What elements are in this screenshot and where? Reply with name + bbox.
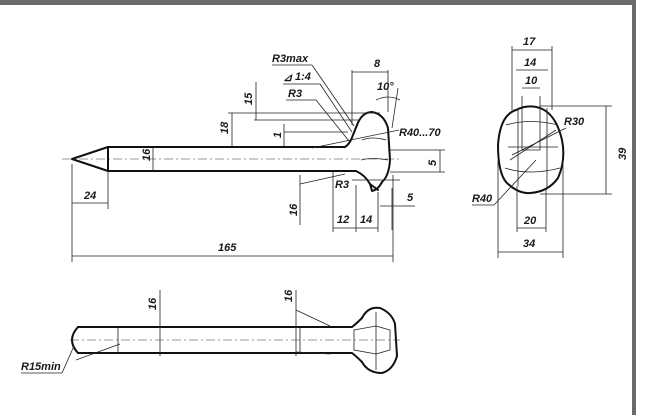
leader bbox=[295, 309, 331, 327]
dim-8: 8 bbox=[374, 58, 381, 70]
head-slot bbox=[521, 96, 541, 151]
leader bbox=[315, 99, 350, 142]
dim-20: 20 bbox=[523, 215, 537, 227]
dim-17: 17 bbox=[523, 36, 536, 48]
dim-angle-10: 10° bbox=[377, 81, 394, 93]
dim-39: 39 bbox=[617, 147, 629, 160]
label-r30: R30 bbox=[564, 116, 585, 128]
dim-14: 14 bbox=[360, 214, 372, 226]
dim-15: 15 bbox=[243, 92, 255, 105]
label-r3max: R3max bbox=[272, 53, 309, 65]
dim-16-shank: 16 bbox=[141, 148, 153, 161]
head-diagonal bbox=[509, 129, 557, 161]
end-view: 17 14 10 R30 39 R40 20 bbox=[472, 36, 629, 258]
leader bbox=[299, 173, 346, 185]
dim-14-end: 14 bbox=[524, 57, 536, 69]
dim-5-vertical: 5 bbox=[427, 159, 439, 166]
side-view: 165 24 16 18 15 1 16 R3max bbox=[62, 53, 445, 262]
leader bbox=[493, 159, 537, 206]
leader bbox=[511, 127, 567, 156]
leader bbox=[311, 64, 355, 127]
leader bbox=[319, 83, 353, 133]
label-r40-70: R40...70 bbox=[399, 127, 441, 139]
dim-16-low: 16 bbox=[288, 203, 300, 216]
dim-16-plan-a: 16 bbox=[147, 297, 159, 310]
label-r3-bottom: R3 bbox=[335, 179, 349, 191]
dim-10: 10 bbox=[525, 75, 538, 87]
dim-5-horizontal: 5 bbox=[407, 192, 414, 204]
plan-view: 16 16 R15min bbox=[21, 289, 400, 374]
dim-165: 165 bbox=[218, 242, 237, 254]
right-border bbox=[632, 0, 636, 415]
spike-shank bbox=[107, 146, 346, 172]
angle-arc bbox=[375, 96, 401, 101]
dim-18: 18 bbox=[219, 121, 231, 134]
neck-top bbox=[344, 124, 358, 148]
leader bbox=[295, 351, 331, 355]
label-taper-symbol: ⊿ bbox=[283, 72, 293, 84]
dim-1: 1 bbox=[272, 132, 284, 138]
plan-head bbox=[361, 306, 398, 374]
dim-12: 12 bbox=[337, 214, 349, 226]
plan-shank bbox=[77, 317, 363, 363]
top-border bbox=[0, 0, 636, 5]
head-inner-line bbox=[361, 137, 387, 141]
dim-34: 34 bbox=[523, 238, 535, 250]
label-taper: 1:4 bbox=[295, 71, 311, 83]
angle-line bbox=[391, 87, 399, 129]
head-inner-line-2 bbox=[360, 158, 389, 161]
leader bbox=[311, 129, 400, 149]
leader bbox=[61, 345, 75, 374]
spike-head bbox=[356, 111, 391, 192]
label-r15min: R15min bbox=[21, 361, 61, 373]
head-inner-horizontals bbox=[504, 121, 561, 173]
label-r3-top: R3 bbox=[288, 88, 302, 100]
dim-16-plan-b: 16 bbox=[283, 289, 295, 302]
label-r40: R40 bbox=[472, 193, 493, 205]
dim-24: 24 bbox=[83, 190, 96, 202]
neck-bottom bbox=[344, 170, 379, 191]
leader bbox=[75, 343, 121, 361]
